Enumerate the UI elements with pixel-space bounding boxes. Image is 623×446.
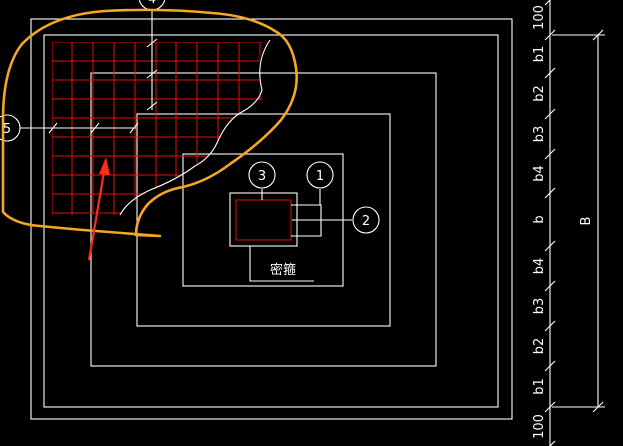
dimension-tick-7 [544,240,556,252]
svg-text:5: 5 [3,122,11,137]
dimension-label-3: b2 [532,85,547,102]
dimension-tick-9 [544,320,556,332]
column-rebar [235,199,292,241]
red-arrow [87,157,110,261]
dimension-label-2: b1 [532,46,547,63]
dimension-label-8: b3 [532,298,547,315]
dimension-label-11: 100 [532,414,547,439]
total-ticks [552,29,605,413]
stirrup-label: 密箍 [270,262,296,278]
svg-text:1: 1 [316,169,324,184]
svg-text:4: 4 [148,0,156,7]
dimension-label-4: b3 [532,126,547,143]
dimension-tick-8 [544,280,556,292]
dimension-label-10: b1 [532,378,547,395]
dimension-tick-2 [544,29,556,41]
callout-5: 5 [0,114,139,142]
cloud-inner-arc-1 [119,39,271,216]
dimension-label-1: 100 [532,5,547,30]
dimension-ticks [544,0,556,446]
outline-4 [136,113,391,327]
dimension-tick-6 [544,187,556,199]
outline-2 [43,34,499,408]
callout-3: 3 [248,161,276,189]
dimension-tick-12 [549,440,556,446]
outline-6 [229,192,298,247]
dimension-label-5: b4 [532,165,547,182]
dimension-tick-4 [544,108,556,120]
svg-text:2: 2 [362,214,370,229]
dimension-tick-10 [544,360,556,372]
total-label: B [579,217,594,226]
dimension-label-9: b2 [532,338,547,355]
dimension-tick-11 [544,401,556,413]
leader-stirrup [249,246,314,282]
dimension-labels: 100 b1 b2 b3 b4 b b4 b3 b2 b1 100 [532,5,547,439]
dimension-tick-1 [544,0,551,6]
callout-4: 4 [138,0,166,111]
callout-2: 2 [352,206,380,234]
dimension-tick-3 [544,67,556,79]
svg-text:3: 3 [258,169,266,184]
callout-1: 1 [306,161,334,189]
outline-3 [90,72,437,367]
dimension-label-6: b [532,215,547,223]
dimension-tick-5 [544,148,556,160]
revision-cloud [1,8,298,238]
dimension-label-7: b4 [532,258,547,275]
outline-1 [30,18,513,420]
